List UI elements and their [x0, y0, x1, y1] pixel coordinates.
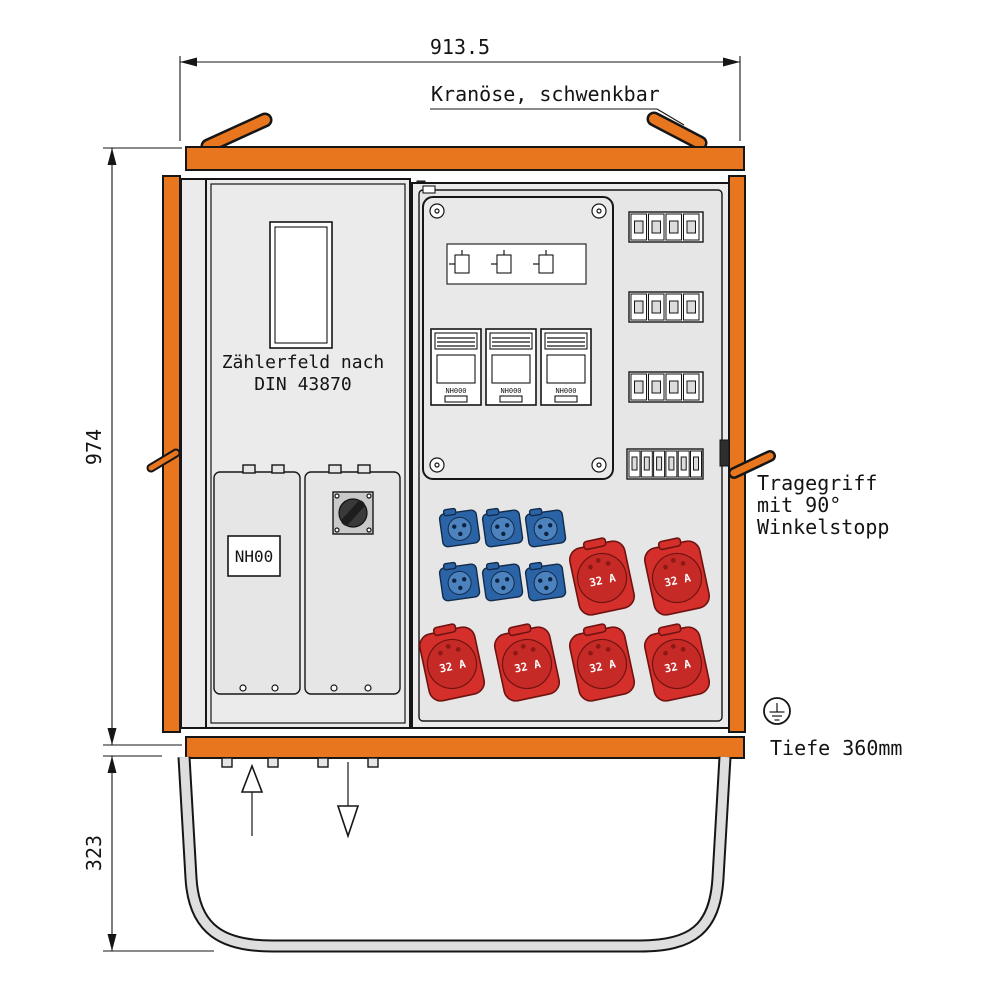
cabinet-top-cap	[185, 146, 745, 171]
device-strip	[446, 243, 587, 285]
carry-handle	[728, 450, 776, 479]
nh00-fuse-window	[227, 535, 281, 577]
socket-amp-label: 32 A	[663, 571, 692, 589]
switch-knob	[341, 500, 365, 526]
nh000-switch: NH000	[485, 328, 537, 406]
mcb-group-2	[628, 291, 704, 323]
mcb-group-3	[628, 371, 704, 403]
main-switch	[332, 491, 374, 535]
socket-amp-label: 32 A	[438, 657, 467, 675]
crane-label: Kranöse, schwenkbar	[431, 82, 660, 106]
left-latch	[146, 448, 181, 473]
cee-socket-blue	[524, 507, 567, 548]
cee-socket-red-32a: 32 A	[568, 537, 636, 616]
right-side-wall	[728, 175, 746, 733]
nh000-label: NH000	[555, 387, 576, 395]
mounting-plate: NH000 NH000 NH000	[422, 196, 614, 480]
crane-note: Kranöse, schwenkbar	[430, 82, 685, 126]
cee-socket-blue	[481, 561, 524, 602]
dim-height: 974	[82, 147, 182, 746]
mcb-group-1	[628, 211, 704, 243]
meter-field-label-line1: Zählerfeld nach	[222, 352, 385, 373]
nh000-label: NH000	[500, 387, 521, 395]
relay-symbol	[491, 250, 512, 274]
nh000-switch: NH000	[430, 328, 482, 406]
relay-symbol	[533, 250, 554, 274]
crane-eye-left	[200, 112, 273, 154]
handle-note-line2: mit 90°	[757, 493, 841, 517]
cee-socket-blue	[524, 561, 567, 602]
socket-amp-label: 32 A	[588, 657, 617, 675]
mcb-group-4	[626, 448, 704, 480]
crane-eye-right	[646, 111, 708, 151]
cee-socket-blue	[438, 507, 481, 548]
right-latch	[719, 439, 730, 467]
dim-base: 323	[82, 755, 214, 952]
dim-width: 913.5	[179, 35, 741, 141]
socket-amp-label: 32 A	[513, 657, 542, 675]
main-switch-panel	[304, 464, 401, 695]
cee-socket-red-32a: 32 A	[418, 623, 486, 702]
cable-arrow-down	[336, 762, 360, 839]
cee-socket-blue	[438, 561, 481, 602]
cee-socket-red-32a: 32 A	[643, 623, 711, 702]
left-door-return	[180, 178, 207, 729]
meter-window	[269, 221, 333, 349]
socket-amp-label: 32 A	[588, 571, 617, 589]
earth-ground-icon	[763, 697, 791, 725]
meter-field-label-line2: DIN 43870	[254, 374, 352, 395]
cable-arrow-up	[240, 763, 264, 836]
nh000-label: NH000	[445, 387, 466, 395]
handle-note-line1: Tragegriff	[757, 471, 877, 495]
plate-screws	[429, 203, 607, 473]
nameplate	[422, 185, 436, 194]
dim-height-label: 974	[82, 429, 106, 465]
handle-note-line3: Winkelstopp	[757, 515, 889, 539]
nh00-label: NH00	[235, 547, 274, 566]
cee-socket-blue	[481, 507, 524, 548]
relay-symbol	[449, 250, 470, 274]
cee-socket-red-32a: 32 A	[568, 623, 636, 702]
dim-base-label: 323	[82, 835, 106, 871]
nh00-fuse-panel: NH00	[213, 464, 301, 695]
base-bar	[185, 736, 745, 759]
base-tabs	[221, 757, 379, 768]
socket-amp-label: 32 A	[663, 657, 692, 675]
depth-note: Tiefe 360mm	[770, 736, 902, 760]
cee-socket-red-32a: 32 A	[493, 623, 561, 702]
tube-stand	[177, 756, 732, 953]
nh000-switch: NH000	[540, 328, 592, 406]
dim-width-label: 913.5	[430, 35, 490, 59]
cee-socket-red-32a: 32 A	[643, 537, 711, 616]
